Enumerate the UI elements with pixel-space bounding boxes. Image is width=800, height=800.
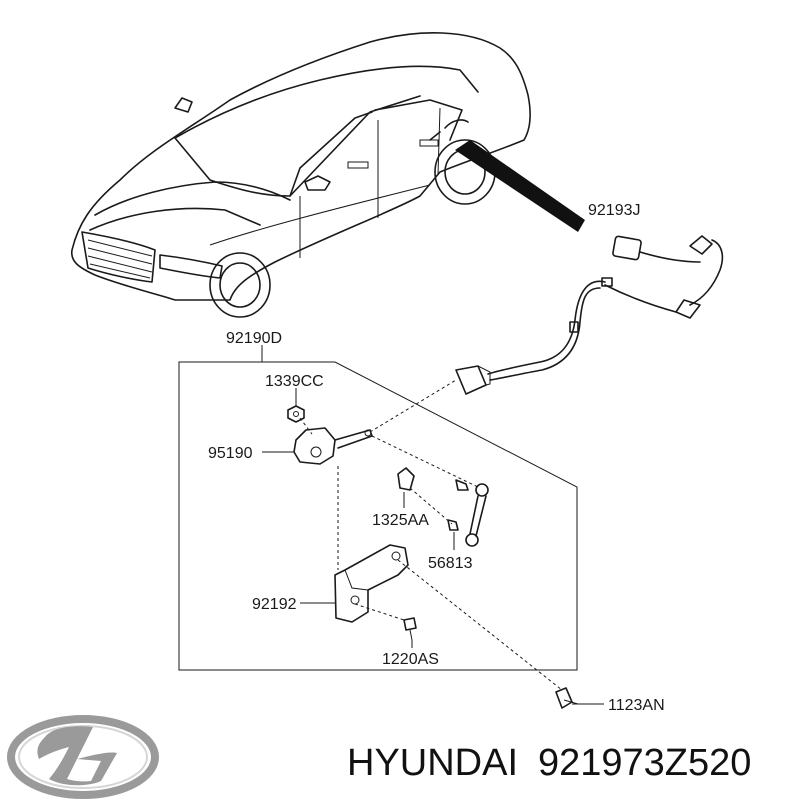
label-assembly: 92190D xyxy=(226,330,282,347)
level-sensor xyxy=(293,427,373,465)
bolt-outer xyxy=(555,687,579,709)
bracket xyxy=(334,544,409,623)
car-illustration xyxy=(70,32,531,318)
nut xyxy=(287,405,305,423)
screw-upper xyxy=(455,479,469,491)
assembly-frame xyxy=(178,361,578,671)
link-rod xyxy=(465,483,489,547)
clip xyxy=(397,467,415,491)
label-clip: 1325AA xyxy=(372,512,429,529)
bolt-inner xyxy=(403,617,417,641)
caption-part-number: 921973Z520 xyxy=(538,742,751,784)
dash-sensor-link xyxy=(371,435,481,489)
label-harness: 92193J xyxy=(588,202,641,219)
label-bolt-outer: 1123AN xyxy=(608,697,665,714)
pointer-wedge xyxy=(455,140,585,232)
label-nut: 1339CC xyxy=(265,373,324,390)
label-bracket: 92192 xyxy=(252,596,297,613)
wiring-harness xyxy=(455,235,724,395)
label-link: 56813 xyxy=(428,555,473,572)
label-bolt-inner: 1220AS xyxy=(382,651,439,668)
dash-bracket-outer xyxy=(397,559,563,691)
dash-bracket-bolt xyxy=(354,603,405,621)
caption-brand: HYUNDAI xyxy=(347,742,518,784)
hyundai-logo xyxy=(7,715,159,799)
dash-sensor-plug xyxy=(369,379,457,433)
screw-lower xyxy=(447,519,459,531)
dash-nut-sensor xyxy=(299,417,313,435)
label-sensor: 95190 xyxy=(208,445,253,462)
